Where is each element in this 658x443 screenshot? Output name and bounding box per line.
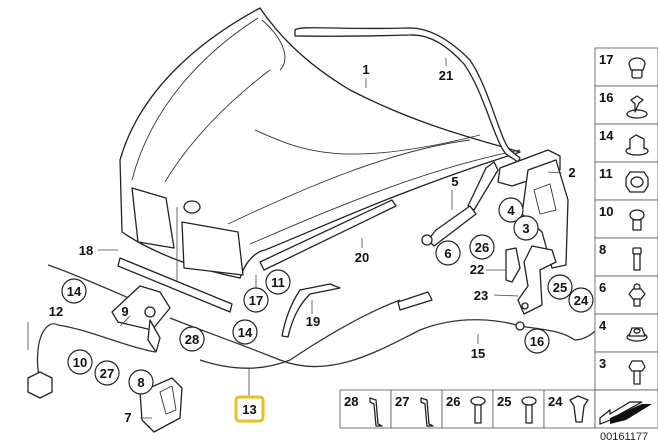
callout-18[interactable]: 18 [79,243,93,258]
diagram-id: 00161177 [600,431,648,443]
bolt-icon [632,247,642,271]
callout-6[interactable]: 6 [444,246,451,261]
side-part-cell-16[interactable]: 16 [594,85,658,125]
side-part-number: 4 [599,318,607,333]
callout-19[interactable]: 19 [306,314,320,329]
callout-2[interactable]: 2 [568,165,575,180]
safety-catch[interactable] [505,245,557,315]
callout-28[interactable]: 28 [185,332,199,347]
circled-callouts: 4 3 6 26 25 24 16 11 17 14 14 28 10 27 8 [61,197,594,395]
callout-13-highlight[interactable]: 13 [234,395,265,423]
callout-14b[interactable]: 14 [238,325,253,340]
side-part-number: 3 [599,356,606,371]
side-part-cell-17[interactable]: 17 [594,47,658,87]
emblem [183,200,201,214]
expanding-nut-icon [569,395,589,423]
callout-10[interactable]: 10 [73,355,87,370]
spring-clip-icon [625,134,649,156]
tapping-screw-icon [470,396,486,424]
side-part-number: 17 [599,52,613,67]
bottom-part-cell-24[interactable]: 24 [543,389,596,429]
callout-4[interactable]: 4 [507,203,515,218]
trim-strip[interactable] [117,257,233,313]
small-parts-column: 17 16 14 11 10 8 6 4 3 [594,47,658,391]
callout-3[interactable]: 3 [522,221,529,236]
callout-15[interactable]: 15 [471,346,485,361]
bottom-part-number: 27 [395,394,409,409]
bracket-clip-icon [420,397,434,427]
push-clip-icon [626,95,648,119]
splash-guard[interactable] [281,283,341,338]
bottom-part-cell-26[interactable]: 26 [441,389,494,429]
hood-panel[interactable] [119,7,521,279]
hex-bolt-icon [628,360,646,385]
side-part-number: 14 [599,128,614,143]
gas-strut[interactable] [421,161,499,247]
side-part-cell-10[interactable]: 10 [594,199,658,239]
callout-22[interactable]: 22 [470,262,484,277]
bottom-part-number: 26 [446,394,460,409]
side-part-cell-14[interactable]: 14 [594,123,658,163]
callout-26[interactable]: 26 [475,240,489,255]
left-lock[interactable] [27,371,53,399]
kidney-grille [131,187,244,276]
callout-25[interactable]: 25 [553,280,567,295]
side-part-number: 11 [599,166,613,181]
hex-nut-icon [626,327,648,342]
bottom-part-cell-27[interactable]: 27 [390,389,443,429]
callout-5[interactable]: 5 [451,174,458,189]
arrow-cell [594,389,658,429]
side-part-number: 16 [599,90,613,105]
side-part-cell-8[interactable]: 8 [594,237,658,277]
callout-20[interactable]: 20 [355,250,369,265]
side-part-cell-6[interactable]: 6 [594,275,658,315]
tapping-screw-icon [521,396,537,424]
callout-13[interactable]: 13 [242,402,256,417]
callout-12[interactable]: 12 [49,304,63,319]
bottom-part-number: 25 [497,394,511,409]
bottom-part-cell-28[interactable]: 28 [339,389,392,429]
bottom-part-number: 28 [344,394,358,409]
bottom-part-cell-25[interactable]: 25 [492,389,545,429]
ball-stud-icon [628,283,646,307]
callout-11[interactable]: 11 [271,275,285,290]
hood-lock[interactable] [139,377,183,433]
callout-14a[interactable]: 14 [67,284,82,299]
side-part-number: 6 [599,280,606,295]
callout-9[interactable]: 9 [121,304,128,319]
small-parts-row: 28 27 26 25 24 [339,389,596,429]
callout-8[interactable]: 8 [137,375,144,390]
side-part-cell-4[interactable]: 4 [594,313,658,353]
buffer-screw-icon [629,209,645,231]
side-part-number: 10 [599,204,613,219]
leader-lines [27,58,563,419]
callout-27[interactable]: 27 [100,366,114,381]
callout-21[interactable]: 21 [439,68,453,83]
grommet-icon [625,171,649,193]
callout-7[interactable]: 7 [124,410,131,425]
callout-17[interactable]: 17 [249,293,263,308]
callout-24[interactable]: 24 [574,293,589,308]
callout-1[interactable]: 1 [362,62,369,77]
side-part-cell-11[interactable]: 11 [594,161,658,201]
front-seal[interactable] [259,199,397,271]
side-part-number: 8 [599,242,606,257]
clip-cap-icon [628,57,646,79]
callout-23[interactable]: 23 [474,288,488,303]
callout-16[interactable]: 16 [530,334,544,349]
bottom-part-number: 24 [548,394,563,409]
side-part-cell-3[interactable]: 3 [594,351,658,391]
bracket-clip-icon [369,397,383,427]
